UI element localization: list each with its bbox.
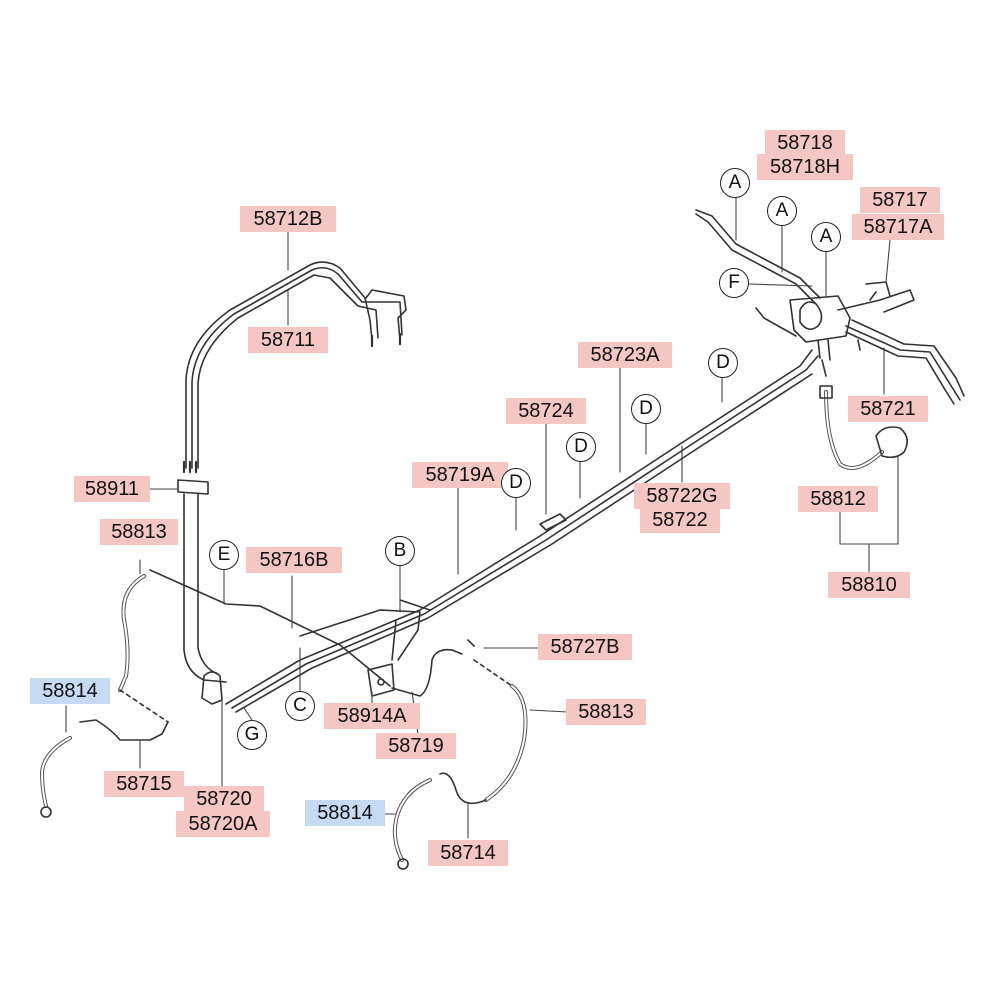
upper-left-brake-lines (185, 261, 407, 469)
part-label-58718H: 58718H (757, 154, 853, 180)
part-label-58914A: 58914A (324, 703, 420, 729)
part-label-58721: 58721 (848, 396, 928, 422)
part-label-58813-right: 58813 (566, 699, 646, 725)
right-flex-hoses (392, 639, 528, 870)
part-label-58714: 58714 (428, 840, 508, 866)
proportioning-valve-58914A (367, 648, 463, 697)
part-label-58711: 58711 (248, 327, 328, 353)
connector-marker-f: F (719, 268, 749, 298)
leader-lines (65, 195, 899, 839)
part-label-58717: 58717 (860, 187, 940, 213)
part-label-58717A: 58717A (852, 214, 944, 240)
left-flex-hoses (40, 574, 169, 818)
part-label-58814-right: 58814 (305, 800, 385, 826)
connector-marker-c: C (285, 691, 315, 721)
part-label-58722: 58722 (640, 507, 720, 533)
part-label-58727B: 58727B (538, 634, 632, 660)
connector-marker-g: G (237, 720, 267, 750)
part-label-58712B: 58712B (240, 206, 336, 232)
part-label-58812: 58812 (798, 486, 878, 512)
junction-block-58911 (177, 479, 227, 705)
part-label-58911: 58911 (74, 476, 150, 502)
part-label-58813-left: 58813 (100, 519, 178, 545)
upper-left-fittings (182, 332, 402, 474)
part-label-58810: 58810 (828, 572, 910, 598)
part-label-58724: 58724 (506, 398, 586, 424)
part-label-58814-left: 58814 (30, 678, 110, 704)
part-label-58719A: 58719A (412, 462, 508, 488)
part-label-58722G: 58722G (634, 483, 730, 509)
part-label-58716B: 58716B (246, 547, 342, 573)
part-label-58719: 58719 (376, 733, 456, 759)
part-label-58720: 58720 (184, 786, 264, 812)
connector-marker-a-2: A (767, 196, 797, 226)
connector-marker-a-1: A (720, 168, 750, 198)
part-label-58723A: 58723A (578, 342, 672, 368)
connector-marker-e: E (209, 540, 239, 570)
connector-marker-d-2: D (631, 394, 661, 424)
connector-marker-d-1: D (708, 348, 738, 378)
connector-marker-a-3: A (811, 222, 841, 252)
connector-marker-d-4: D (501, 468, 531, 498)
connector-marker-b: B (385, 536, 415, 566)
upper-right-assembly (695, 209, 965, 405)
part-label-58718: 58718 (765, 130, 845, 156)
reservoir-hose-58810 (819, 385, 908, 470)
part-label-58720A: 58720A (176, 811, 270, 837)
connector-marker-d-3: D (566, 432, 596, 462)
part-label-58715: 58715 (104, 771, 184, 797)
